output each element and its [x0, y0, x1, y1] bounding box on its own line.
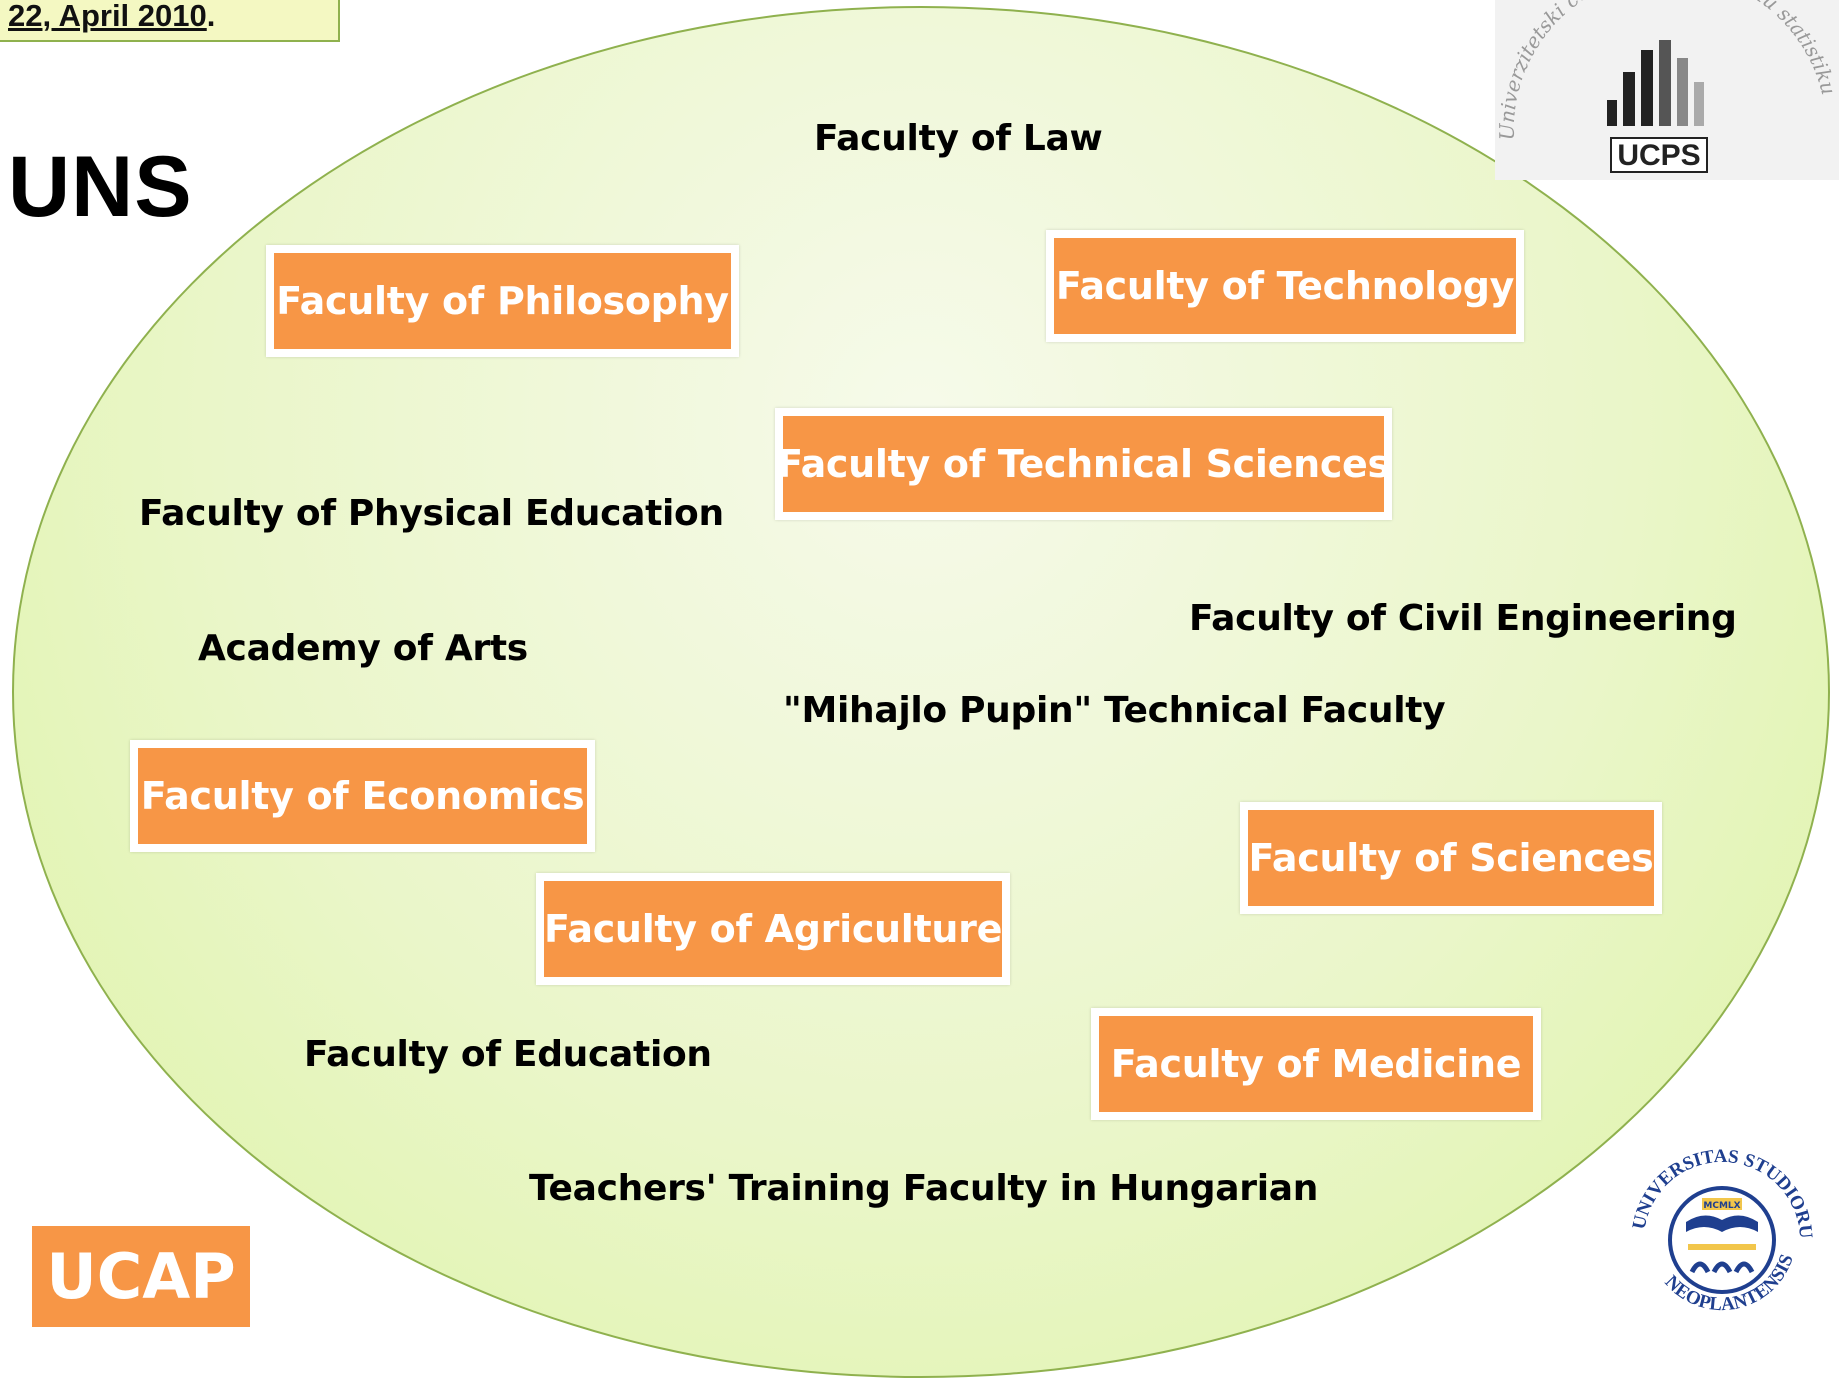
faculty-hungarian-teachers: Teachers' Training Faculty in Hungarian [529, 1168, 1319, 1209]
faculty-agriculture: Faculty of Agriculture [536, 873, 1010, 985]
date-day: 22 [8, 0, 43, 33]
ucps-logo: Univerzitetski centar za primenjenu stat… [1495, 0, 1839, 180]
date-badge: 22, April 2010. [0, 0, 340, 42]
university-seal: UNIVERSITAS STUDIORUM NEOPLANTENSIS MCML… [1622, 1140, 1818, 1336]
date-month-year: , April 2010 [42, 0, 207, 33]
university-ellipse [12, 6, 1830, 1378]
faculty-economics: Faculty of Economics [130, 740, 595, 852]
date-period: . [206, 0, 216, 33]
faculty-sciences: Faculty of Sciences [1240, 802, 1662, 914]
faculty-physical-education: Faculty of Physical Education [139, 493, 724, 534]
faculty-education: Faculty of Education [304, 1034, 712, 1075]
svg-text:MCMLX: MCMLX [1703, 1201, 1740, 1211]
faculty-civil-engineering: Faculty of Civil Engineering [1189, 598, 1737, 639]
faculty-philosophy: Faculty of Philosophy [266, 245, 739, 357]
faculty-medicine: Faculty of Medicine [1091, 1008, 1541, 1120]
faculty-law: Faculty of Law [814, 118, 1103, 159]
svg-text:UCPS: UCPS [1617, 139, 1700, 172]
page-title: UNS [8, 139, 193, 235]
faculty-technical-sciences: Faculty of Technical Sciences [775, 408, 1392, 520]
ucps-bars-icon [1607, 40, 1704, 126]
academy-of-arts: Academy of Arts [198, 628, 528, 669]
faculty-mihajlo-pupin: "Mihajlo Pupin" Technical Faculty [783, 690, 1446, 731]
ucap-badge: UCAP [32, 1226, 250, 1327]
open-book-icon [1686, 1215, 1758, 1232]
faculty-technology: Faculty of Technology [1046, 230, 1524, 342]
arches-icon [1689, 1261, 1755, 1274]
